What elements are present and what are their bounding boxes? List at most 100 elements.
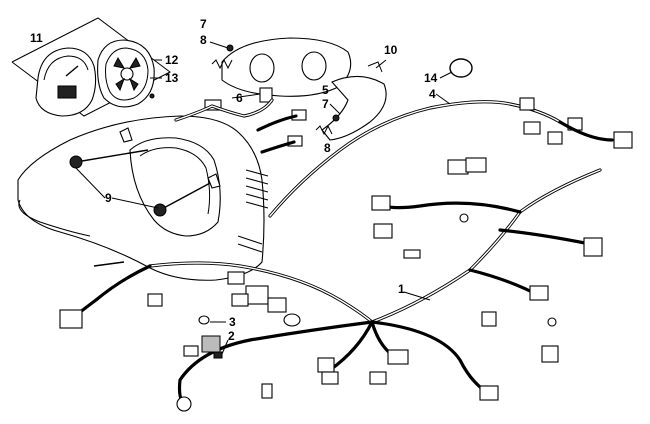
callout-12: 12 xyxy=(165,53,179,67)
h1-ground-terminal xyxy=(176,396,192,412)
h1-connector-h xyxy=(481,311,497,327)
leader-9b xyxy=(111,197,159,209)
h4-connector-2 xyxy=(523,121,541,135)
hood-clip-left xyxy=(119,127,133,143)
callout-7-lower: 7 xyxy=(322,97,329,111)
fastener-7a xyxy=(226,44,234,52)
ring-clamp-shape xyxy=(449,58,473,78)
hood-opening-inner xyxy=(139,147,211,215)
callout-5: 5 xyxy=(322,83,329,97)
h1-ring-terminal-b xyxy=(547,317,557,327)
h1-connector-b xyxy=(465,157,487,173)
callout-6: 6 xyxy=(236,91,243,105)
ring-clamp xyxy=(439,58,473,79)
hood-lower-edge xyxy=(18,199,91,237)
headlight-housing-upper xyxy=(221,37,352,97)
callout-8-lower: 8 xyxy=(324,141,331,155)
h1-connector-l xyxy=(369,371,387,385)
mount-grommet-right xyxy=(153,203,167,217)
fastener-7b xyxy=(332,114,340,122)
h4-branch-right xyxy=(558,120,614,142)
h1-connector-d xyxy=(373,223,393,239)
callout-9: 9 xyxy=(105,191,112,205)
mount-grommet-left xyxy=(69,155,83,169)
mount-rod-right xyxy=(159,181,213,211)
hood-side-grille xyxy=(245,169,269,209)
harness-4-main-run xyxy=(268,100,562,218)
leader-1 xyxy=(403,291,431,301)
h1-connector-q xyxy=(231,293,249,307)
gauge-center-boss xyxy=(120,67,134,81)
headlight-bulb-left xyxy=(249,53,275,83)
h1-connector-n xyxy=(321,371,339,385)
h1-ring-terminal-a xyxy=(459,213,469,223)
gauge-assembly xyxy=(11,17,171,117)
h1-connector-v xyxy=(261,383,273,399)
speedometer-dial-arc xyxy=(43,55,89,81)
speedometer-lcd xyxy=(57,85,77,99)
callout-11: 11 xyxy=(30,31,43,45)
callout-3: 3 xyxy=(229,315,236,329)
h4-connector-1 xyxy=(519,97,535,111)
hood-shroud xyxy=(17,115,269,281)
callout-7-upper: 7 xyxy=(200,17,207,31)
leader-6 xyxy=(231,93,261,99)
callout-2: 2 xyxy=(228,329,235,343)
headlight-tab xyxy=(367,61,383,73)
h1-connector-g xyxy=(529,285,549,301)
leader-10 xyxy=(375,59,387,69)
h1-connector-f xyxy=(403,249,421,259)
h1-connector-w xyxy=(183,345,199,357)
headlight-pigtail-wire-2 xyxy=(256,114,298,154)
leader-2 xyxy=(221,339,229,355)
spring-upper xyxy=(211,58,233,70)
h1-connector-p xyxy=(245,285,269,305)
hood-lower-vents xyxy=(237,235,263,253)
callout-8-upper: 8 xyxy=(200,33,207,47)
harness-1-lower-branch xyxy=(177,320,374,406)
harness-1-upper-branch xyxy=(378,201,522,214)
h1-connector-j xyxy=(479,385,499,401)
harness-1 xyxy=(59,157,603,412)
leader-7a xyxy=(209,41,229,49)
harness-1-down-branch xyxy=(328,320,374,372)
h1-connector-u xyxy=(147,293,163,307)
callout-10: 10 xyxy=(384,43,398,57)
gauge-back-inner xyxy=(105,47,149,101)
callout-1: 1 xyxy=(398,282,405,296)
h1-connector-m xyxy=(317,357,335,373)
callout-labels: 1 2 3 4 5 6 7 7 8 8 9 10 11 12 13 14 xyxy=(30,17,438,343)
hood-opening xyxy=(129,137,221,237)
relay-cap-3 xyxy=(198,315,210,325)
headlight-pigtail-wire-inner xyxy=(175,99,273,121)
speedometer xyxy=(35,47,97,117)
leader-5 xyxy=(329,103,341,115)
callout-4: 4 xyxy=(429,87,436,101)
mount-rod-left xyxy=(75,149,149,163)
headlight-assembly xyxy=(174,37,387,154)
fuse-2 xyxy=(213,351,223,359)
relay-3 xyxy=(201,335,221,353)
leader-14 xyxy=(439,71,453,79)
hood-clip-right xyxy=(207,173,221,189)
h1-connector-o xyxy=(227,271,245,285)
callout-14: 14 xyxy=(424,71,438,85)
harness-1-right-branch xyxy=(370,320,492,396)
h1-connector-a xyxy=(447,159,469,175)
gauge-vent-slots xyxy=(113,56,141,92)
h1-connector-i xyxy=(541,345,559,363)
h1-connector-c xyxy=(371,195,391,211)
harness-4 xyxy=(268,93,633,218)
bulb-socket-6 xyxy=(259,87,273,103)
harness-4-main-run-inner xyxy=(269,101,561,217)
speedometer-needle xyxy=(65,65,79,77)
h4-connector-5 xyxy=(613,131,633,149)
h1-connector-t xyxy=(59,309,83,329)
pigtail-connector-b xyxy=(291,109,307,121)
leader-4 xyxy=(435,93,451,105)
h1-probe-wire xyxy=(93,261,125,267)
h4-connector-4 xyxy=(547,131,563,145)
callout-13: 13 xyxy=(165,71,179,85)
h1-connector-k xyxy=(387,349,409,365)
